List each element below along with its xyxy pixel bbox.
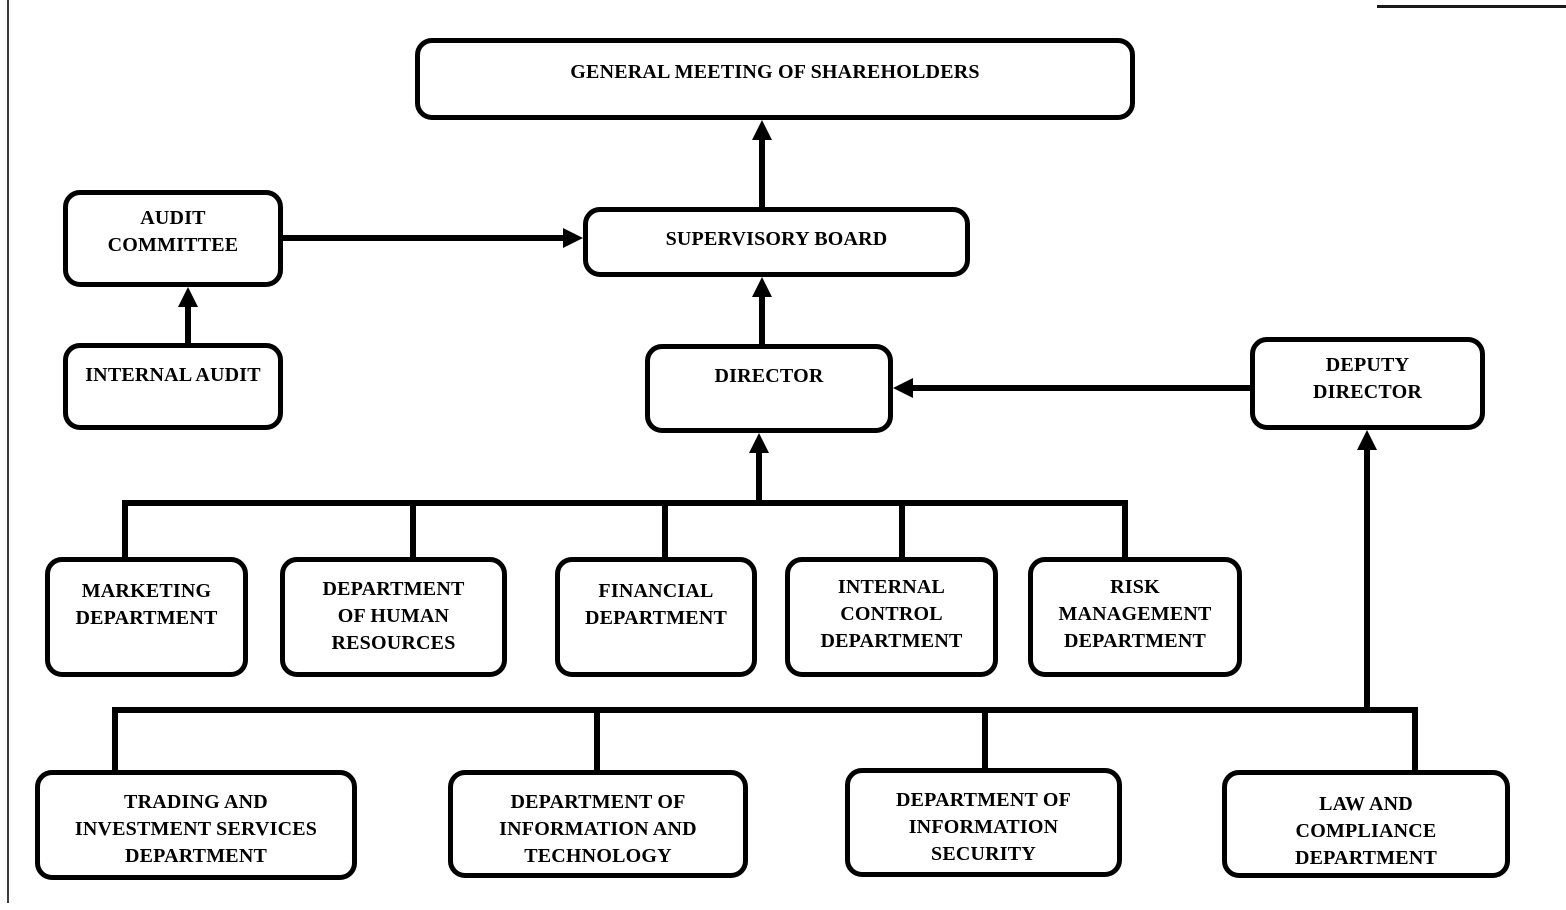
bus-line-departments-row1 (122, 500, 1128, 506)
drop-line-financial (662, 503, 668, 557)
node-information-technology-department: DEPARTMENT OF INFORMATION AND TECHNOLOGY (448, 770, 748, 878)
node-marketing-department: MARKETING DEPARTMENT (45, 557, 248, 677)
edge-bus-to-director-line (756, 451, 762, 503)
drop-line-marketing (122, 503, 128, 557)
edge-supervisory-to-shareholders-arrowhead (752, 120, 772, 140)
node-audit-committee: AUDIT COMMITTEE (63, 190, 283, 287)
node-internal-control-department: INTERNAL CONTROL DEPARTMENT (785, 557, 998, 677)
node-risk-management-department: RISK MANAGEMENT DEPARTMENT (1028, 557, 1242, 677)
drop-line-internal-control (899, 503, 905, 557)
drop-line-trading-investment (112, 710, 118, 770)
edge-internal-audit-to-audit-committee-line (185, 305, 191, 343)
node-supervisory-board: SUPERVISORY BOARD (583, 207, 970, 277)
edge-bus-to-deputy-line (1364, 448, 1370, 710)
edge-internal-audit-to-audit-committee-arrowhead (178, 287, 198, 307)
node-trading-investment-services-department: TRADING AND INVESTMENT SERVICES DEPARTME… (35, 770, 357, 880)
node-director: DIRECTOR (645, 344, 893, 433)
edge-audit-committee-to-supervisory-line (283, 235, 565, 241)
node-information-security-department: DEPARTMENT OF INFORMATION SECURITY (845, 768, 1122, 877)
drop-line-risk-management (1122, 503, 1128, 557)
node-human-resources-department: DEPARTMENT OF HUMAN RESOURCES (280, 557, 507, 677)
bus-line-departments-row2 (112, 707, 1418, 713)
node-law-compliance-department: LAW AND COMPLIANCE DEPARTMENT (1222, 770, 1510, 878)
drop-line-human-resources (410, 503, 416, 557)
node-financial-department: FINANCIAL DEPARTMENT (555, 557, 757, 677)
edge-director-to-supervisory-arrowhead (752, 277, 772, 297)
node-general-meeting-of-shareholders: GENERAL MEETING OF SHAREHOLDERS (415, 38, 1135, 120)
node-deputy-director: DEPUTY DIRECTOR (1250, 337, 1485, 430)
page-top-right-rule (1377, 5, 1566, 8)
drop-line-information-technology (594, 710, 600, 770)
edge-deputy-to-director-arrowhead (893, 378, 913, 398)
drop-line-law-compliance (1412, 710, 1418, 770)
edge-bus-to-deputy-arrowhead (1357, 430, 1377, 450)
edge-director-to-supervisory-line (759, 295, 765, 344)
page-left-rule (7, 0, 9, 903)
node-internal-audit: INTERNAL AUDIT (63, 343, 283, 430)
edge-deputy-to-director-line (911, 385, 1250, 391)
edge-supervisory-to-shareholders-line (759, 138, 765, 207)
edge-bus-to-director-arrowhead (749, 433, 769, 453)
edge-audit-committee-to-supervisory-arrowhead (563, 228, 583, 248)
drop-line-information-security (982, 710, 988, 770)
